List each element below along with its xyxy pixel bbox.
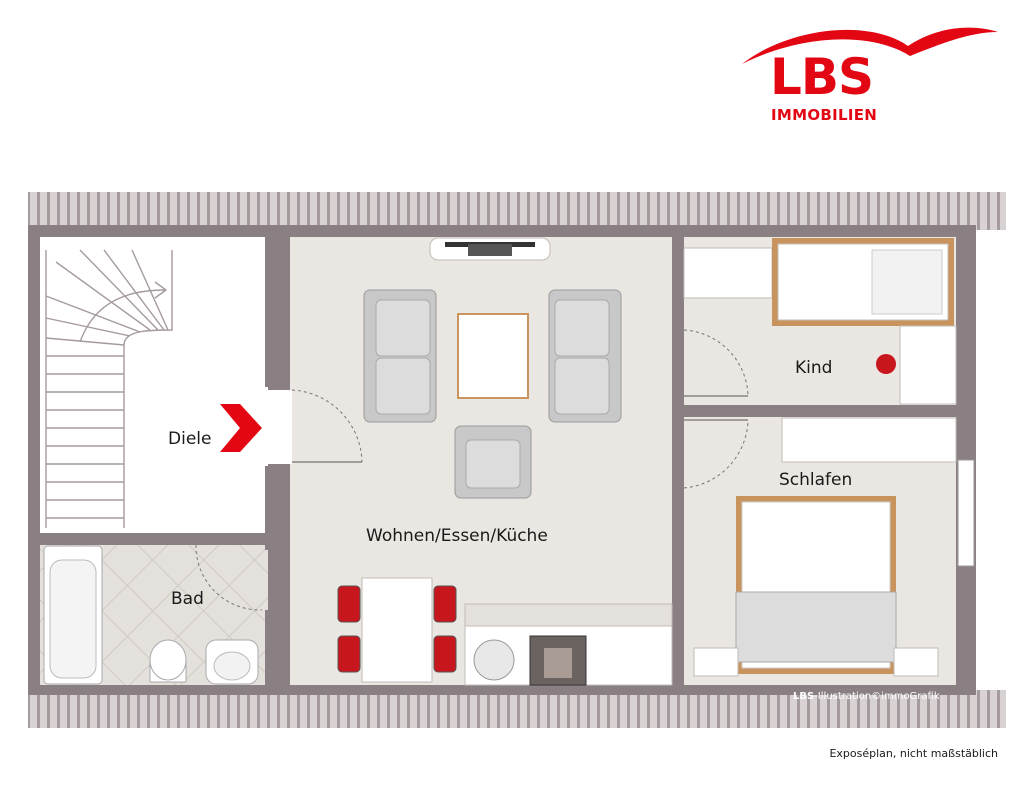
armchair: [454, 425, 532, 499]
nightstand-right: [893, 647, 939, 677]
kind-shelf: [683, 247, 773, 299]
credit-brand: LBS: [793, 691, 815, 702]
logo-wordmark: LBS: [770, 48, 874, 106]
dining-chairs: [337, 585, 457, 673]
logo-subtitle: IMMOBILIEN: [771, 106, 878, 124]
kitchen-counter: [464, 603, 673, 686]
kind-desk: [899, 325, 957, 405]
room-label-wohnen: Wohnen/Essen/Küche: [366, 526, 548, 546]
bathtub: [43, 545, 103, 685]
washbasin: [205, 639, 259, 685]
room-label-schlafen: Schlafen: [779, 470, 853, 490]
room-label-bad: Bad: [171, 589, 204, 609]
logo-roof-swoosh: [742, 27, 998, 65]
window-right: [957, 459, 975, 567]
wall-rooms-left-lower: [672, 488, 684, 685]
sofa-right: [548, 289, 622, 423]
room-label-diele: Diele: [168, 429, 212, 449]
wall-bad-top: [40, 533, 290, 545]
wall-kind-schlafen: [672, 405, 956, 417]
roof-strip-bottom: [28, 690, 1006, 728]
wall-rooms-left-upper: [672, 237, 684, 329]
tv-unit: [429, 237, 551, 261]
roof-strip-top: [28, 192, 1006, 230]
stair-diele-floor: [40, 237, 268, 533]
lbs-logo: [742, 27, 998, 65]
kind-desk-chair: [876, 354, 896, 374]
nightstand-left: [693, 647, 739, 677]
wardrobe: [781, 417, 957, 463]
wall-stair-right: [265, 237, 290, 387]
sofa-left: [363, 289, 437, 423]
door-swings: [195, 329, 749, 611]
wall-bad-right: [265, 610, 290, 685]
credit-text: -Illustration©immoGrafik: [814, 691, 940, 702]
kind-bed: [772, 238, 954, 326]
entrance-arrow-icon: [220, 404, 262, 452]
staircase: [45, 249, 173, 528]
diele-doorway: [268, 390, 292, 464]
coffee-table: [457, 313, 529, 399]
room-label-kind: Kind: [795, 358, 833, 378]
toilet: [149, 639, 187, 683]
illustration-credit: LBS-Illustration©immoGrafik: [793, 691, 940, 702]
dining-table: [361, 577, 433, 683]
scale-footnote: Exposéplan, nicht maßstäblich: [829, 747, 998, 760]
double-bed: [735, 496, 897, 674]
